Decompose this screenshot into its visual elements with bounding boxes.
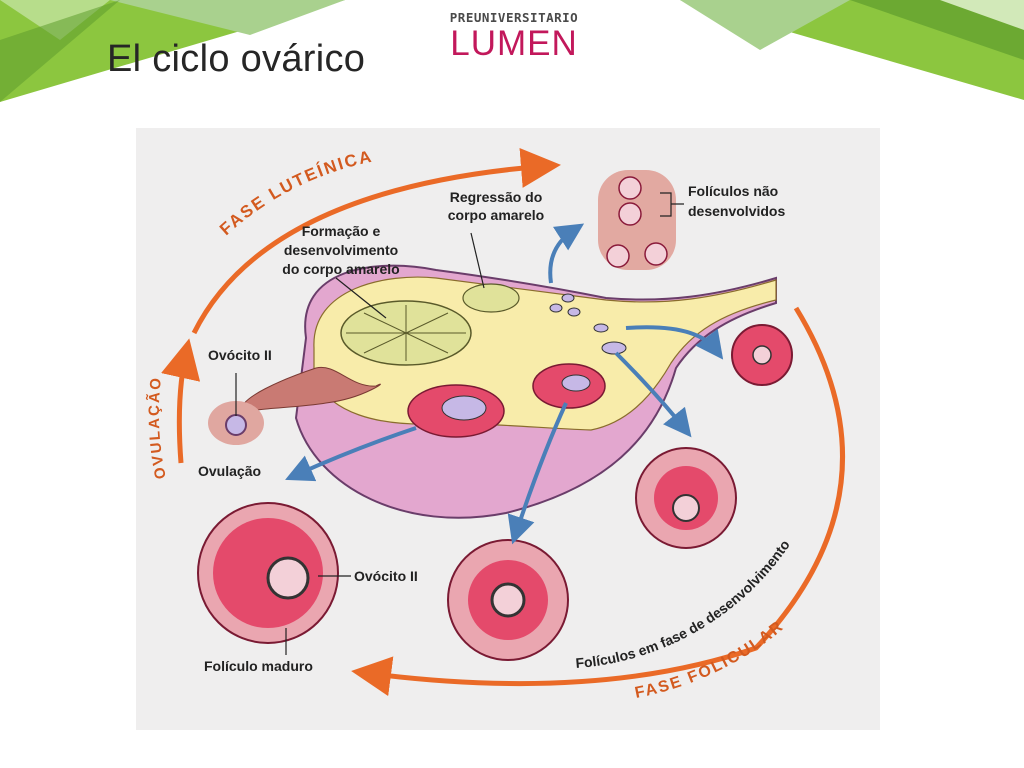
corner-decoration-left: [0, 0, 345, 102]
blue-arrow-to-mature-follicle: [285, 426, 417, 482]
developing-follicle-medium-oocyte: [672, 494, 700, 522]
brand-logo: PREUNIVERSITARIO LUMEN: [444, 10, 584, 61]
luteal-phase-arrow: [191, 148, 561, 335]
label-formacao-line2: desenvolvimento: [284, 242, 398, 258]
mature-follicle-oocyte: [266, 556, 310, 600]
developing-follicle-large-oocyte: [490, 582, 526, 618]
developing-follicle-small-oocyte: [752, 345, 772, 365]
follicular-phase-arrow: [351, 306, 846, 697]
ruptured-follicle: [240, 366, 381, 414]
undeveloped-follicles: [606, 176, 668, 268]
label-regressao-line2: corpo amarelo: [448, 207, 544, 223]
corpus-luteum-folds: [346, 305, 466, 361]
slide-title: El ciclo ovárico: [107, 38, 366, 80]
ovulation-phase-arrow: [161, 338, 201, 464]
regressing-corpus-luteum: [462, 283, 520, 313]
internal-follicle-right-antrum: [561, 374, 591, 392]
label-ovulacao: Ovulação: [198, 463, 261, 479]
blue-arrow-to-large-follicle: [507, 402, 568, 545]
label-regressao-line1: Regressão do: [450, 189, 543, 205]
blue-arrow-to-small-follicle: [625, 325, 724, 360]
logo-wordmark: LUMEN: [450, 24, 578, 63]
released-oocyte: [225, 414, 247, 436]
label-leader-lines: [235, 192, 684, 655]
small-follicles-cluster: [549, 293, 627, 355]
label-foliculo-maduro: Folículo maduro: [204, 658, 313, 674]
ovarian-cycle-diagram: FASE LUTEÍNICA OVULAÇÃO FASE FOLICULAR F…: [136, 128, 880, 730]
logo-subtitle: PREUNIVERSITARIO: [449, 10, 579, 25]
label-ovocito-bottom: Ovócito II: [354, 568, 418, 584]
label-foliculos-nao-line2: desenvolvidos: [688, 203, 785, 219]
label-formacao-line1: Formação e: [302, 223, 381, 239]
label-foliculos-nao-line1: Folículos não: [688, 183, 778, 199]
label-formacao-line3: do corpo amarelo: [282, 261, 399, 277]
blue-arrow-to-medium-follicle: [614, 351, 692, 438]
blue-arrow-to-undeveloped: [548, 223, 585, 284]
internal-follicle-left-antrum: [441, 395, 487, 421]
label-ovocito-top: Ovócito II: [208, 347, 272, 363]
